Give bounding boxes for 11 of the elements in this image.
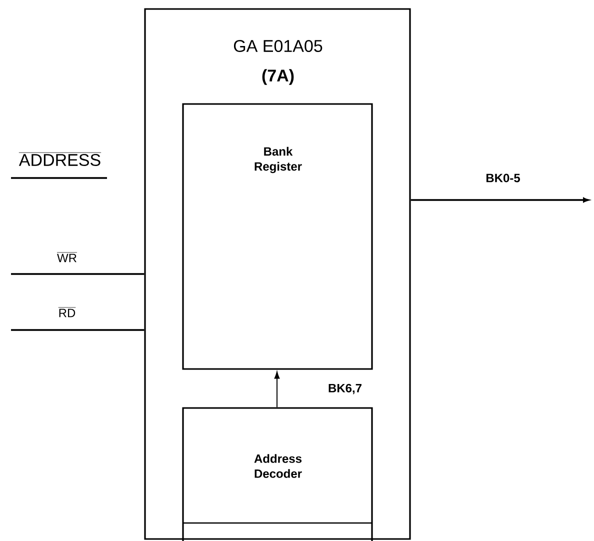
signal-line (11, 273, 144, 275)
arrow (410, 198, 589, 202)
decoder-box: Address Decoder (182, 407, 373, 541)
signal-label: RD (58, 307, 76, 318)
arrow (274, 372, 280, 408)
bus-label: BK0-5 (486, 174, 520, 182)
signal-label: WR (56, 252, 78, 262)
bus-label: BK6,7 (328, 384, 362, 394)
signal-label: ADDRESS (18, 152, 102, 166)
register-box: Bank Register (182, 103, 373, 370)
signal-line (11, 329, 144, 331)
